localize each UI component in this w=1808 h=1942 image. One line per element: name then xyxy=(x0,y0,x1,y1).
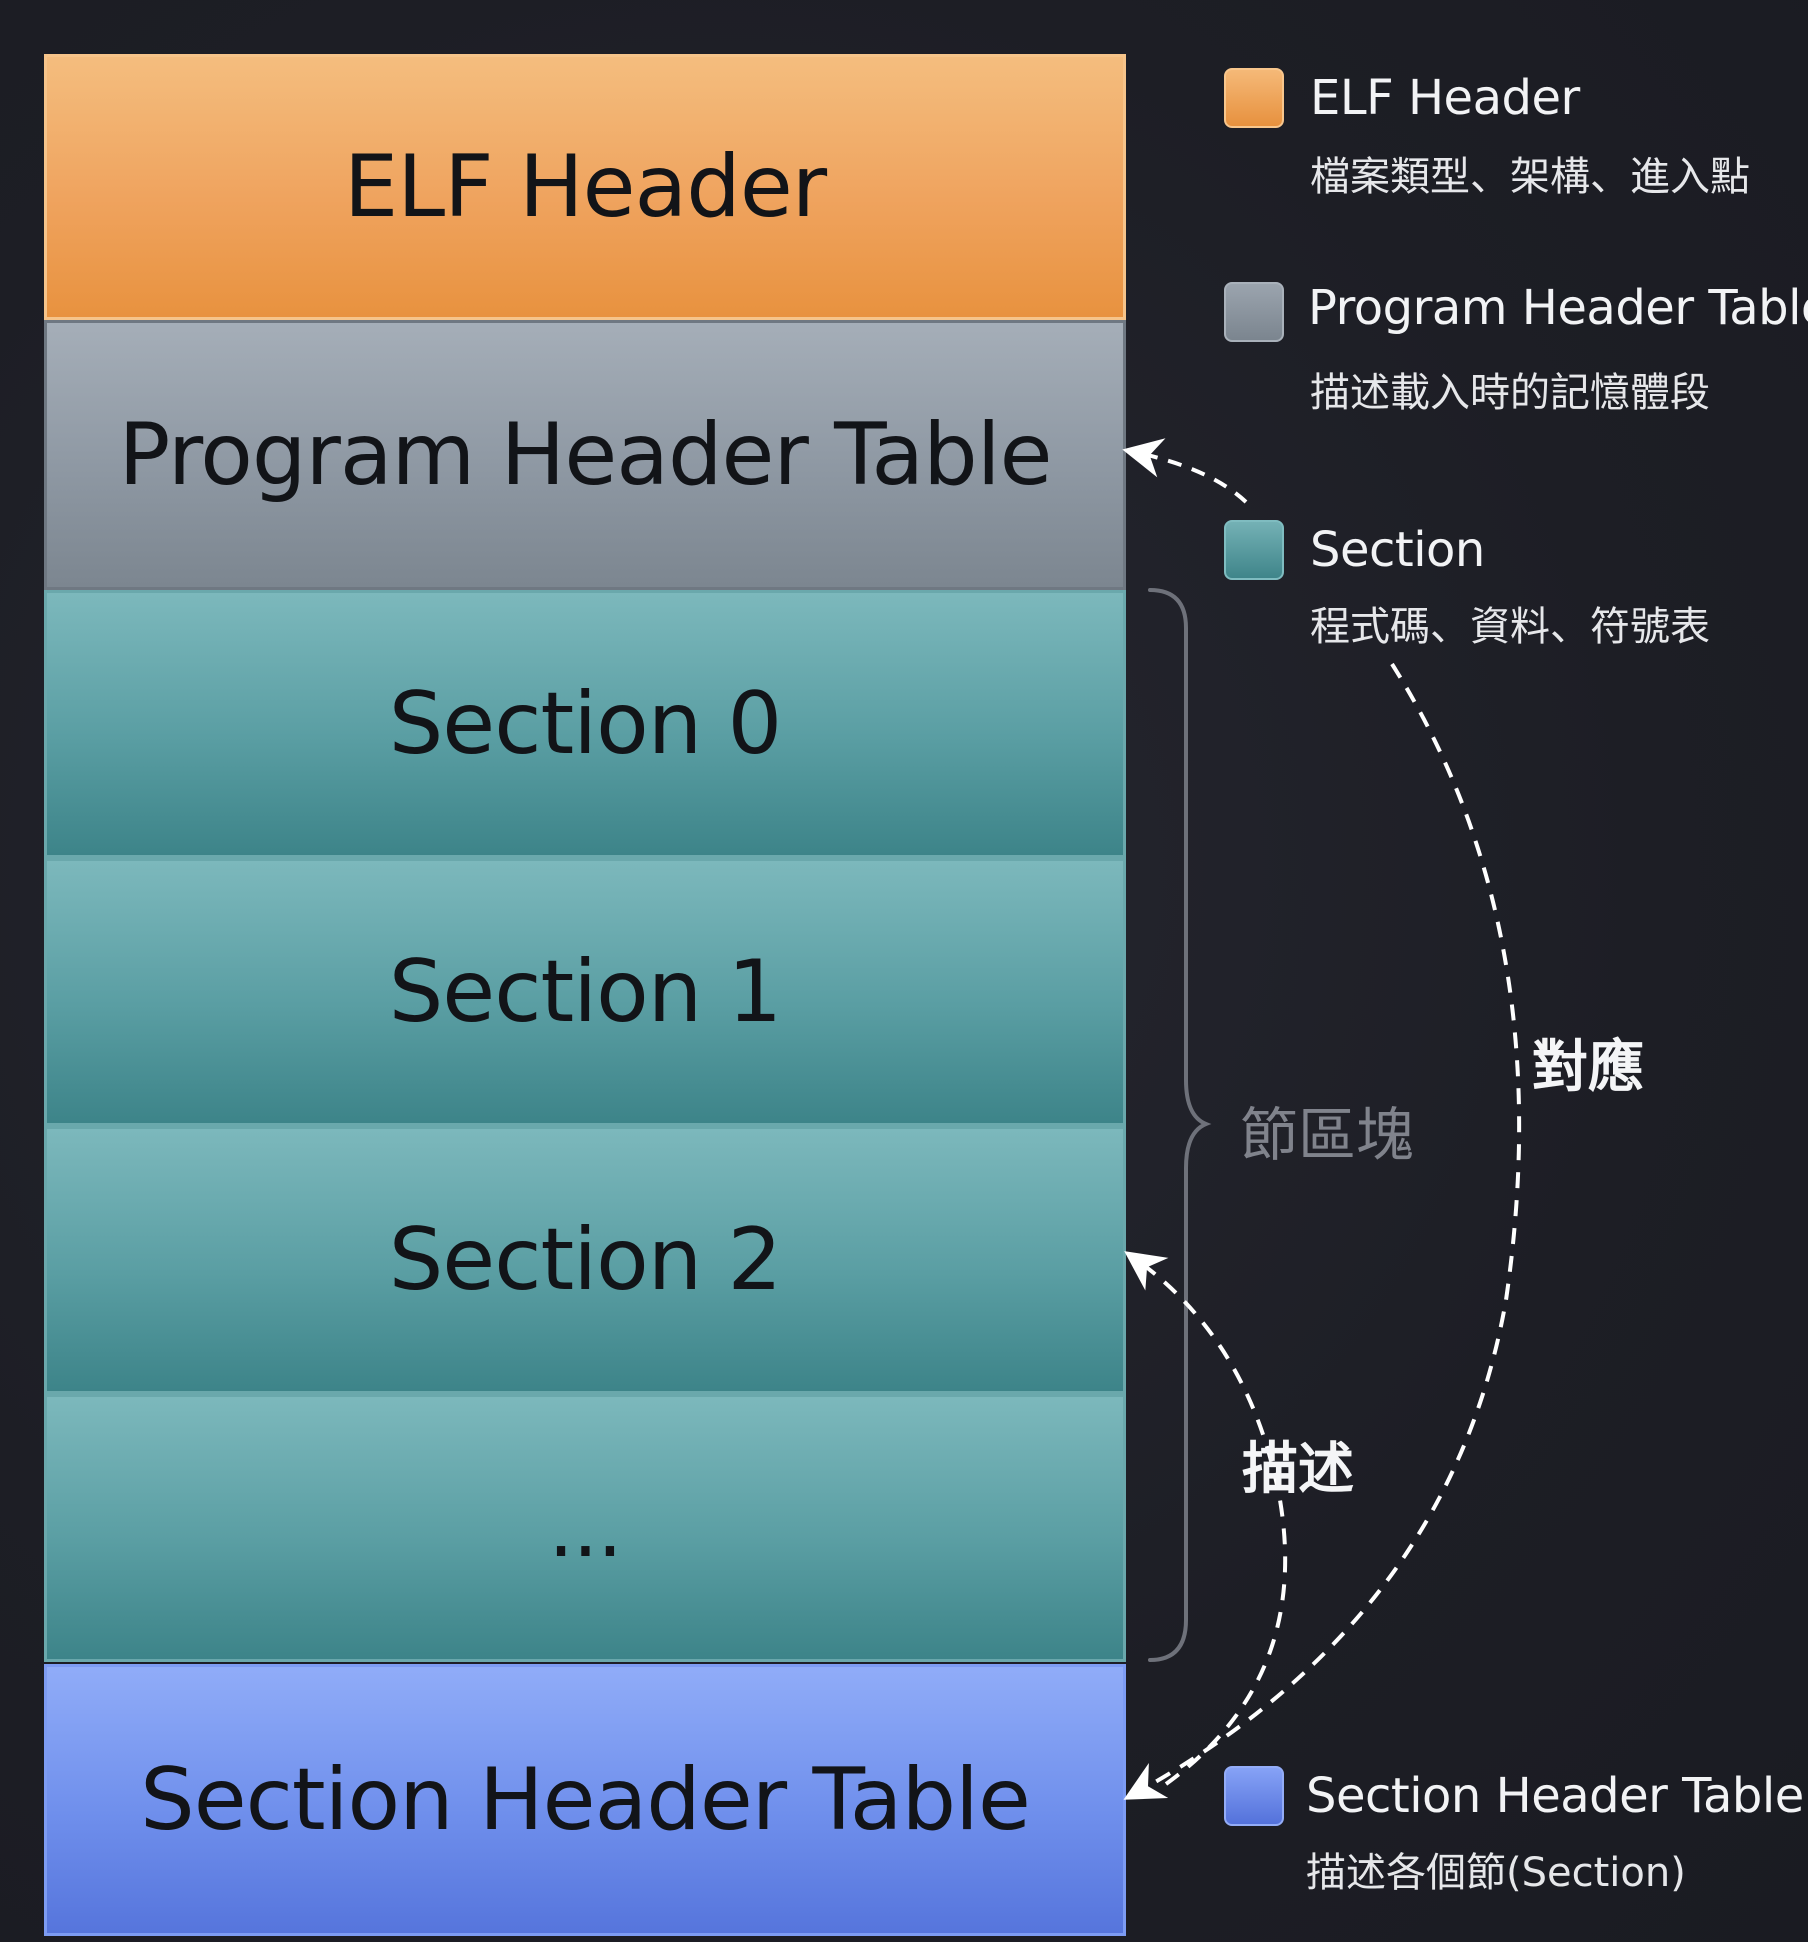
legend-elf-desc: 檔案類型、架構、進入點 xyxy=(1310,154,1750,200)
legend-elf-title: ELF Header xyxy=(1310,70,1580,126)
program-header-table-block: Program Header Table xyxy=(44,320,1126,590)
section-swatch xyxy=(1224,520,1284,580)
describe-label: 描述 xyxy=(1242,1437,1354,1502)
section-1-label: Section 1 xyxy=(388,942,783,1042)
legend-pht-desc: 描述載入時的記憶體段 xyxy=(1310,370,1710,416)
program-header-table-label: Program Header Table xyxy=(118,405,1052,505)
legend-sht-title: Section Header Table xyxy=(1306,1768,1804,1824)
legend-sec-title: Section xyxy=(1310,522,1485,578)
elf-header-swatch xyxy=(1224,68,1284,128)
program-header-table-swatch xyxy=(1224,282,1284,342)
sections-brace-label: 節區塊 xyxy=(1240,1101,1415,1169)
section-more-block: ... xyxy=(44,1394,1126,1662)
section-header-table-block: Section Header Table xyxy=(44,1664,1126,1936)
section-header-table-swatch xyxy=(1224,1766,1284,1826)
section-2-block: Section 2 xyxy=(44,1126,1126,1394)
describe-arrow xyxy=(1124,1251,1288,1786)
section-more-label: ... xyxy=(548,1481,622,1575)
section-0-label: Section 0 xyxy=(388,674,783,774)
section-2-label: Section 2 xyxy=(388,1210,783,1310)
correspond-label: 對應 xyxy=(1532,1035,1644,1100)
section-to-pht-arrow xyxy=(1122,438,1248,504)
legend-sec-desc: 程式碼、資料、符號表 xyxy=(1310,604,1710,650)
sections-brace xyxy=(1148,588,1212,1662)
legend-pht-title: Program Header Table xyxy=(1308,280,1808,336)
section-0-block: Section 0 xyxy=(44,590,1126,858)
elf-header-block: ELF Header xyxy=(44,54,1126,320)
section-header-table-label: Section Header Table xyxy=(140,1750,1031,1850)
legend-sht-desc: 描述各個節(Section) xyxy=(1306,1850,1686,1896)
section-1-block: Section 1 xyxy=(44,858,1126,1126)
elf-header-label: ELF Header xyxy=(343,137,827,237)
correspond-arrow xyxy=(1123,662,1522,1800)
